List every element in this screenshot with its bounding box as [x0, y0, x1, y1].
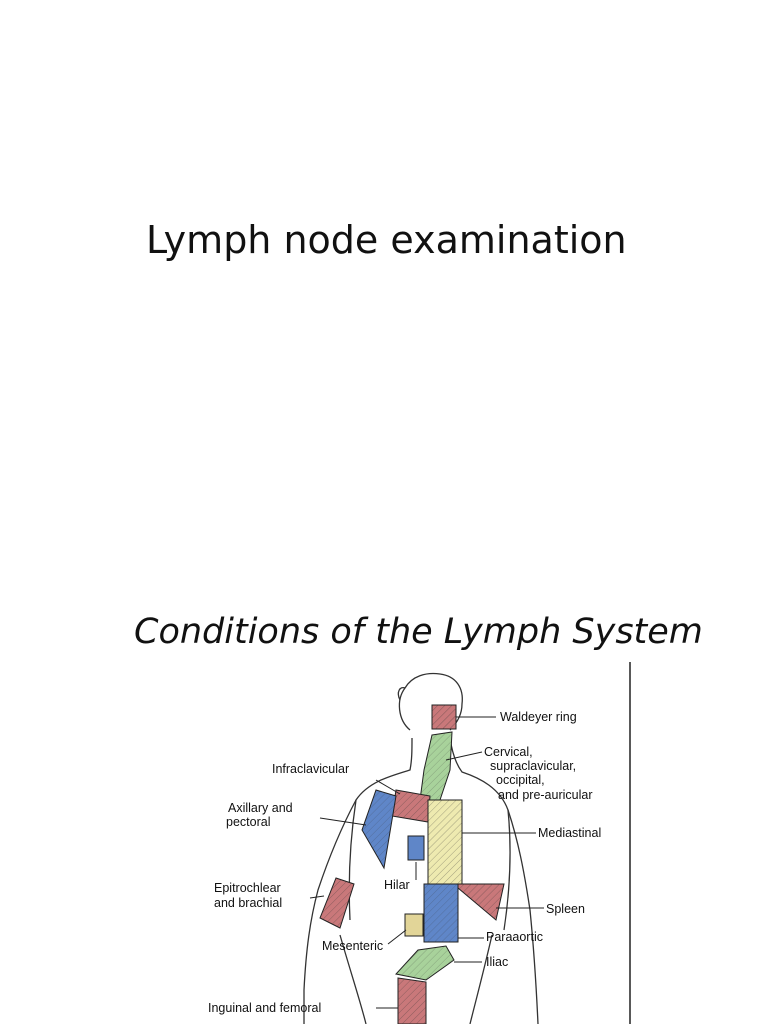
slide-title: Lymph node examination: [146, 218, 627, 262]
label-hilar: Hilar: [384, 878, 410, 892]
label-epitrochlear-2: and brachial: [214, 896, 283, 910]
label-cervical-2: supraclavicular,: [490, 759, 577, 773]
label-axillary-1: Axillary and: [228, 801, 293, 815]
label-spleen: Spleen: [546, 902, 585, 916]
label-axillary-2: pectoral: [226, 815, 271, 829]
label-iliac: Iliac: [486, 955, 509, 969]
label-mesenteric: Mesenteric: [322, 939, 384, 953]
body-outline-drawing: [303, 662, 631, 1024]
hilar-node: [407, 835, 425, 861]
label-mediastinal: Mediastinal: [538, 826, 602, 840]
leader-lines: [309, 716, 544, 1009]
slide-subtitle: Conditions of the Lymph System: [134, 612, 703, 652]
label-paraaortic: Paraaortic: [486, 930, 543, 944]
mesenteric-node: [404, 913, 424, 937]
lymph-system-diagram: Waldeyer ring Cervical, supraclavicular,…: [200, 660, 640, 1024]
body-outline: [303, 672, 539, 1024]
label-cervical-4: and pre-auricular: [498, 788, 593, 802]
label-waldeyer-ring: Waldeyer ring: [500, 710, 577, 724]
label-infraclavicular: Infraclavicular: [272, 762, 350, 776]
label-cervical-1: Cervical,: [484, 745, 533, 759]
label-inguinal-femoral: Inguinal and femoral: [208, 1001, 322, 1015]
label-cervical-3: occipital,: [496, 773, 545, 787]
label-epitrochlear-1: Epitrochlear: [214, 881, 281, 895]
